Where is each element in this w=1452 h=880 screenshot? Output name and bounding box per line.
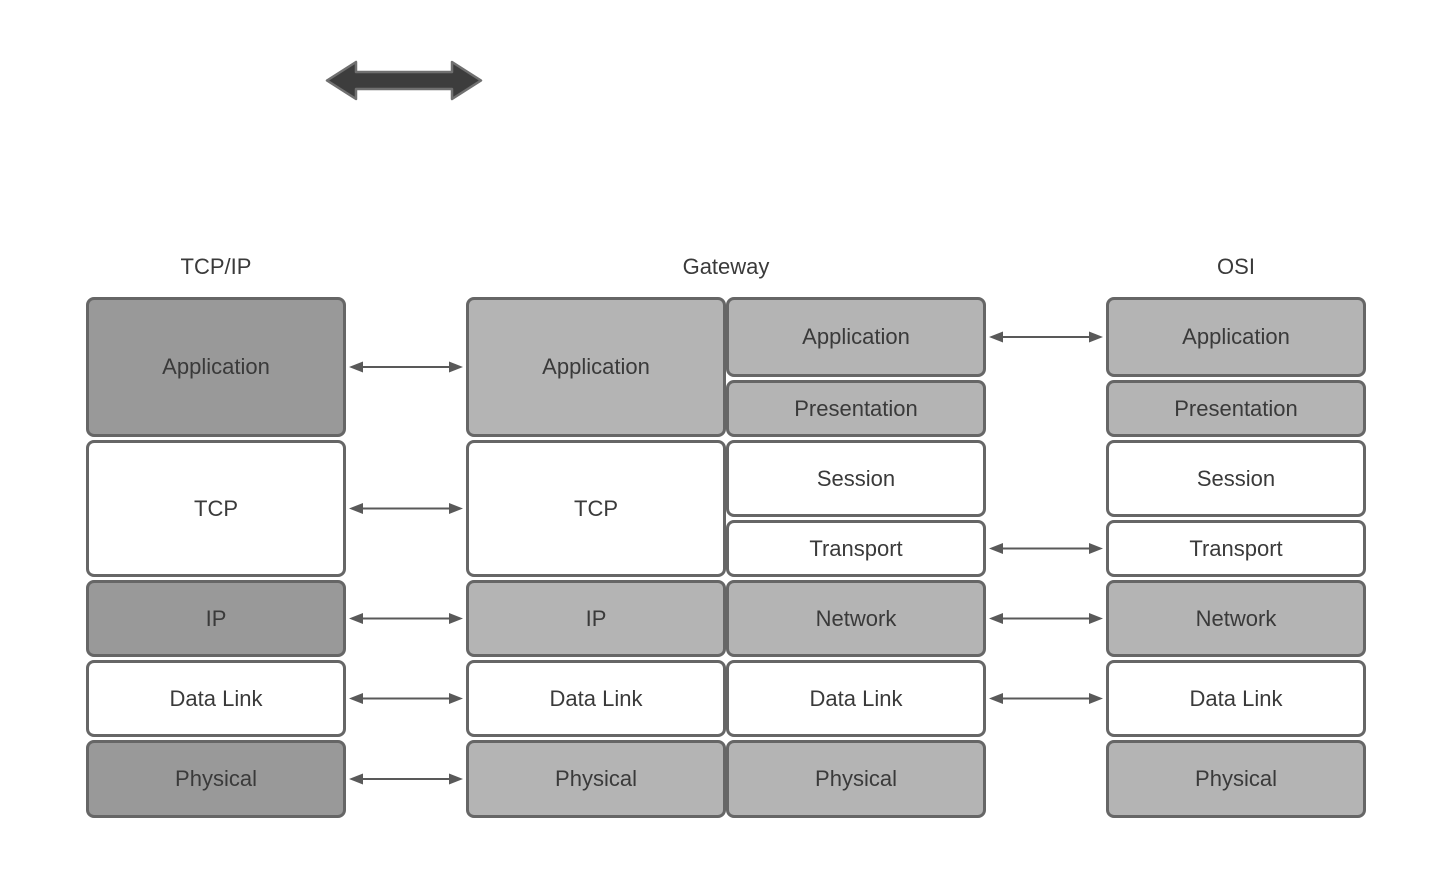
column-header-osi: OSI <box>1217 254 1255 279</box>
double-headed-arrow-icon <box>325 60 483 101</box>
layer-gateway-left-physical: Physical <box>466 740 726 818</box>
layer-gateway-left-tcp: TCP <box>466 440 726 577</box>
layer-osi-network: Network <box>1106 580 1366 657</box>
layer-gateway-left-data-link: Data Link <box>466 660 726 737</box>
layer-gateway-left-application: Application <box>466 297 726 437</box>
layer-gateway-right-transport: Transport <box>726 520 986 577</box>
layer-gateway-right-session: Session <box>726 440 986 517</box>
layer-mapping-arrow <box>349 693 463 704</box>
layer-mapping-arrow <box>349 503 463 514</box>
layer-tcpip-data-link: Data Link <box>86 660 346 737</box>
layer-mapping-arrow <box>349 361 463 373</box>
layer-osi-transport: Transport <box>1106 520 1366 577</box>
layer-tcpip-application: Application <box>86 297 346 437</box>
layer-mapping-arrow <box>349 613 463 624</box>
column-header-gateway: Gateway <box>682 254 770 279</box>
layer-gateway-left-ip: IP <box>466 580 726 657</box>
layer-tcpip-ip: IP <box>86 580 346 657</box>
layer-tcpip-physical: Physical <box>86 740 346 818</box>
layer-osi-physical: Physical <box>1106 740 1366 818</box>
layer-gateway-right-application: Application <box>726 297 986 377</box>
layer-osi-application: Application <box>1106 297 1366 377</box>
column-header-tcpip: TCP/IP <box>180 254 252 279</box>
layer-osi-data-link: Data Link <box>1106 660 1366 737</box>
layer-tcpip-tcp: TCP <box>86 440 346 577</box>
layer-mapping-arrow <box>989 693 1103 704</box>
layer-gateway-right-physical: Physical <box>726 740 986 818</box>
layer-gateway-right-presentation: Presentation <box>726 380 986 437</box>
layer-mapping-arrow <box>989 613 1103 624</box>
layer-osi-session: Session <box>1106 440 1366 517</box>
layer-gateway-right-network: Network <box>726 580 986 657</box>
layer-osi-presentation: Presentation <box>1106 380 1366 437</box>
layer-mapping-arrow <box>989 331 1103 343</box>
layer-mapping-arrow <box>349 773 463 785</box>
layer-gateway-right-data-link: Data Link <box>726 660 986 737</box>
layer-mapping-arrow <box>989 543 1103 554</box>
